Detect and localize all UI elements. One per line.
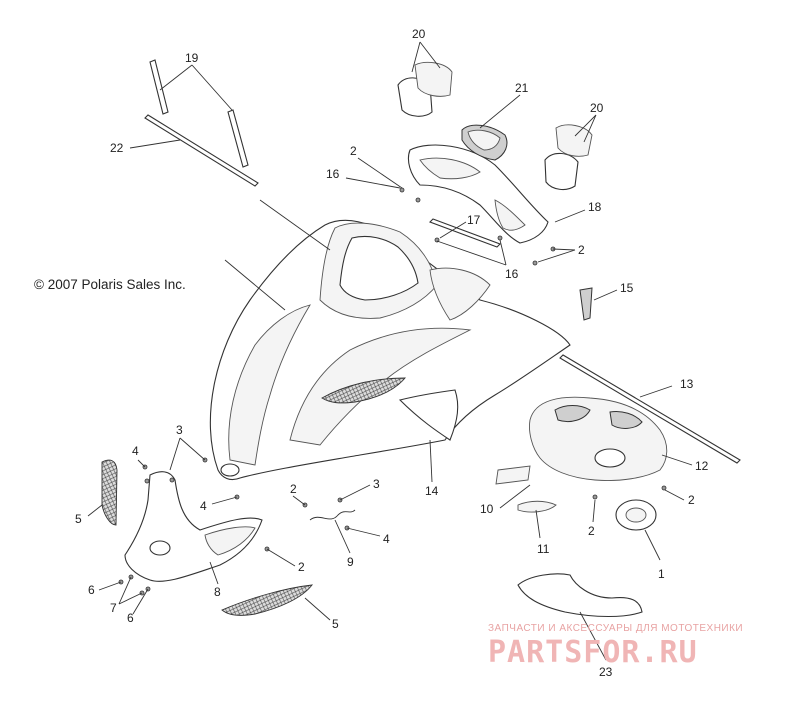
- callout-2: 2: [688, 493, 695, 507]
- callout-20: 20: [412, 27, 426, 41]
- callout-13: 13: [680, 377, 694, 391]
- callout-22: 22: [110, 141, 124, 155]
- callout-8: 8: [214, 585, 221, 599]
- hood-nose-emblem: [220, 463, 240, 477]
- latch-15: [579, 287, 593, 321]
- decal-10: [495, 465, 531, 485]
- callout-16: 16: [326, 167, 340, 181]
- callout-19: 19: [185, 51, 199, 65]
- decal-11: [517, 500, 557, 513]
- trim-strips: [144, 59, 501, 248]
- callout-9: 9: [347, 555, 354, 569]
- callout-2: 2: [350, 144, 357, 158]
- callout-21: 21: [515, 81, 529, 95]
- trim-strip-19a: [149, 59, 169, 115]
- callout-4: 4: [200, 499, 207, 513]
- callout-4: 4: [383, 532, 390, 546]
- hood-side-panel-right: [429, 267, 491, 321]
- trim-rod-13: [559, 354, 741, 464]
- callout-2: 2: [578, 243, 585, 257]
- callout-16: 16: [505, 267, 519, 281]
- watermark-logo: PARTSFOR.RU: [488, 635, 698, 670]
- callout-1: 1: [658, 567, 665, 581]
- mirror-left: [397, 61, 453, 117]
- callout-6: 6: [88, 583, 95, 597]
- callout-4: 4: [132, 444, 139, 458]
- callout-11: 11: [537, 542, 550, 556]
- callout-10: 10: [480, 502, 494, 516]
- hood-lower-edge: [398, 389, 459, 441]
- harness-9: [309, 509, 356, 521]
- callout-20: 20: [590, 101, 604, 115]
- watermark-tagline: ЗАПЧАСТИ И АКСЕССУАРЫ ДЛЯ МОТОТЕХНИКИ: [488, 623, 743, 634]
- fuel-tank-neck: [594, 448, 626, 468]
- copyright-text: © 2007 Polaris Sales Inc.: [34, 277, 186, 292]
- leader-lines: [87, 41, 693, 661]
- skid-plate-23: [517, 573, 643, 617]
- callout-14: 14: [425, 484, 439, 498]
- callout-3: 3: [176, 423, 183, 437]
- gauge-part: [461, 124, 508, 161]
- watermark: ЗАПЧАСТИ И АКСЕССУАРЫ ДЛЯ МОТОТЕХНИКИ PA…: [488, 623, 743, 670]
- fuel-tank: [529, 396, 668, 481]
- callout-6: 6: [127, 611, 134, 625]
- mesh-panel-5b: [221, 584, 314, 616]
- hood-assembly: [209, 199, 571, 481]
- dash-pod: [407, 144, 549, 244]
- callout-labels: 19 22 20 21 20 2 16 17 18 2 16 15 13 12 …: [75, 27, 709, 679]
- hood-vent-mesh: [321, 377, 406, 404]
- hood-windshield-inner: [339, 235, 419, 301]
- callout-5: 5: [332, 617, 339, 631]
- mirror-right: [544, 124, 593, 191]
- callout-23: 23: [599, 665, 613, 679]
- callout-17: 17: [467, 213, 481, 227]
- callout-7: 7: [110, 601, 117, 615]
- callout-2: 2: [298, 560, 305, 574]
- callout-18: 18: [588, 200, 602, 214]
- mesh-panel-5a: [101, 459, 118, 526]
- callout-2: 2: [290, 482, 297, 496]
- trim-strip-22: [144, 114, 259, 187]
- fuel-cap: [615, 499, 657, 531]
- callout-12: 12: [695, 459, 709, 473]
- trim-strip-19b: [227, 109, 249, 168]
- callout-3: 3: [373, 477, 380, 491]
- hood-stripe-left: [228, 304, 311, 466]
- callout-2: 2: [588, 524, 595, 538]
- callout-15: 15: [620, 281, 634, 295]
- trim-strip-17: [429, 218, 501, 248]
- front-lower-assembly: [124, 471, 263, 582]
- callout-5: 5: [75, 512, 82, 526]
